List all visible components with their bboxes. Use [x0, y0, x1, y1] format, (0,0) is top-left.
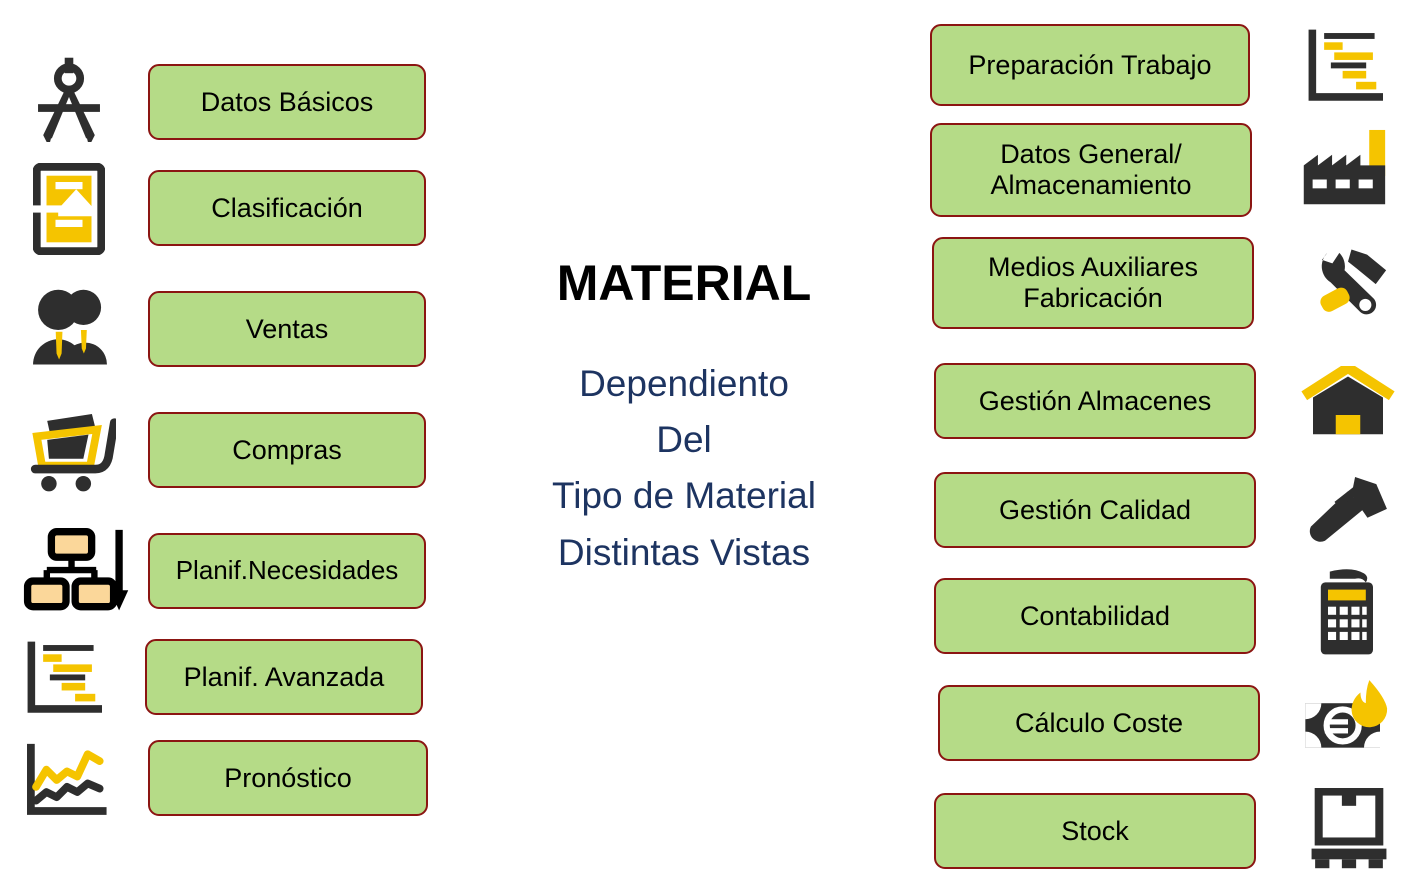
line-chart-icon: [24, 742, 110, 818]
left-box-clasificacion[interactable]: Clasificación: [148, 170, 426, 246]
wrench-hammer-icon: [1302, 246, 1394, 324]
center-line-2: Del: [656, 419, 712, 461]
left-box-pronostico[interactable]: Pronóstico: [148, 740, 428, 816]
right-box-gestion-almacenes[interactable]: Gestión Almacenes: [934, 363, 1256, 439]
left-box-ventas[interactable]: Ventas: [148, 291, 426, 367]
gantt-chart-icon: [24, 640, 106, 714]
center-line-1: Dependiento: [579, 363, 789, 404]
right-box-contabilidad[interactable]: Contabilidad: [934, 578, 1256, 654]
left-box-datos-basicos[interactable]: Datos Básicos: [148, 64, 426, 140]
factory-icon: [1302, 128, 1394, 208]
gantt-chart-icon: [1305, 28, 1387, 102]
center-line-3: Tipo de Material: [552, 475, 816, 517]
right-box-gestion-calidad[interactable]: Gestión Calidad: [934, 472, 1256, 548]
page-title: MATERIAL: [556, 255, 812, 311]
compass-divider-icon: [26, 52, 112, 146]
center-subtitle: Dependiento Del Tipo de Material Distint…: [474, 356, 894, 581]
warehouse-icon: [1300, 366, 1396, 436]
calculator-icon: [1306, 568, 1386, 658]
left-box-compras[interactable]: Compras: [148, 412, 426, 488]
quality-tool-icon: [1302, 468, 1394, 548]
hierarchy-arrow-icon: [22, 528, 132, 614]
center-line-4: Distintas Vistas: [557, 531, 811, 573]
left-box-planif-necesidades[interactable]: Planif.Necesidades: [148, 533, 426, 609]
file-cabinet-icon: [33, 163, 105, 255]
box-pallet-icon: [1306, 788, 1392, 870]
salespeople-icon: [28, 285, 112, 365]
left-box-planif-avanzada[interactable]: Planif. Avanzada: [145, 639, 423, 715]
right-box-preparacion-trabajo[interactable]: Preparación Trabajo: [930, 24, 1250, 106]
money-flame-icon: [1300, 678, 1396, 764]
shopping-cart-icon: [30, 410, 116, 492]
right-box-datos-general-almacenamiento[interactable]: Datos General/ Almacenamiento: [930, 123, 1252, 217]
right-box-calculo-coste[interactable]: Cálculo Coste: [938, 685, 1260, 761]
right-box-stock[interactable]: Stock: [934, 793, 1256, 869]
right-box-medios-auxiliares-fabricacion[interactable]: Medios Auxiliares Fabricación: [932, 237, 1254, 329]
center-text-block: MATERIAL Dependiento Del Tipo de Materia…: [474, 258, 894, 581]
